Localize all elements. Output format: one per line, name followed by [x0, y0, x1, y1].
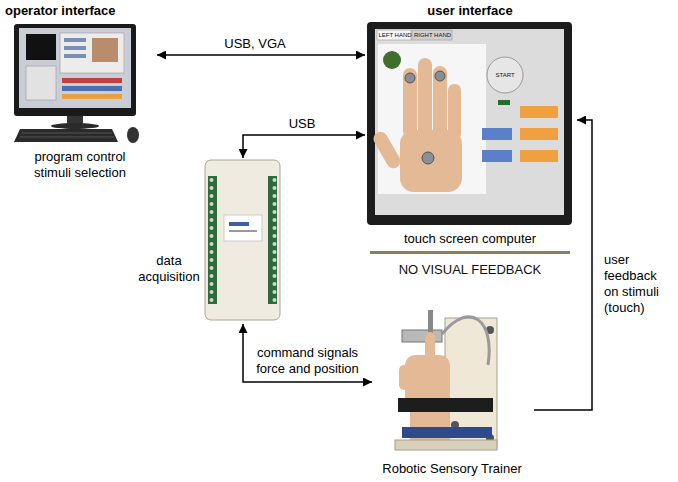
desktop-computer: [14, 129, 118, 142]
touch-screen: [367, 22, 572, 225]
edge-label: USB, VGA: [212, 36, 298, 52]
touch-screen: [435, 71, 445, 81]
touch-screen: [482, 150, 512, 162]
touch-screen: [418, 58, 432, 138]
daq-device: [208, 176, 217, 304]
connector-arrow: [534, 120, 592, 410]
desktop-computer: [62, 94, 122, 99]
component-heading: user interface: [365, 3, 575, 19]
touch-screen: [405, 73, 415, 83]
daq-device: [205, 160, 280, 320]
desktop-computer: [20, 137, 114, 138]
component-node: user interface touch screen computer: [365, 3, 577, 249]
touch-screen: [367, 22, 572, 225]
touch-screen: [375, 29, 564, 215]
touch-screen: [448, 84, 461, 140]
desktop-computer: [60, 33, 124, 73]
desktop-computer: [26, 66, 56, 100]
desktop-computer: [26, 34, 56, 60]
touch-screen: [403, 68, 417, 138]
desktop-computer: [92, 38, 118, 62]
component-node: Robotic Sensory Trainer: [372, 303, 534, 479]
connector-arrow: [243, 324, 372, 382]
daq-device: [268, 176, 277, 304]
note-text: NO VISUAL FEEDBACK: [365, 262, 575, 278]
robot-device: [402, 330, 442, 342]
screen-button: START: [490, 71, 520, 79]
screen-tab: LEFT HAND: [378, 31, 412, 39]
divider-bar: [370, 251, 570, 254]
touch-screen: [520, 106, 558, 118]
desktop-computer: [51, 123, 99, 129]
desktop-computer: [64, 54, 86, 58]
touch-screen: [498, 100, 510, 105]
component-heading: operator interface: [5, 3, 155, 19]
component-caption: program control stimuli selection: [20, 149, 140, 181]
component-caption: data acquisition: [135, 253, 203, 285]
daq-device: [224, 215, 262, 241]
touch-screen: [433, 66, 447, 138]
touch-screen: [482, 128, 512, 140]
robot-device: [402, 427, 492, 438]
connector-arrow: [243, 135, 365, 158]
desktop-computer: [64, 46, 86, 50]
robot-device: [399, 365, 409, 390]
touch-screen: [412, 30, 452, 40]
robot-device: [395, 310, 497, 450]
divider-bar: [370, 251, 570, 254]
desktop-computer: [62, 86, 122, 91]
component-node: operator interface program control stimul…: [5, 3, 157, 185]
desktop-computer: [22, 133, 112, 134]
edge-label: command signals force and position: [250, 345, 365, 377]
connector-arrow: [157, 54, 365, 56]
touch-screen: [378, 44, 486, 194]
component-caption: Robotic Sensory Trainer: [372, 461, 532, 477]
robot-device: [398, 398, 493, 412]
touch-screen: [377, 30, 411, 40]
desktop-computer: [127, 127, 139, 143]
desktop-computer: [14, 24, 136, 116]
touch-screen: [383, 51, 401, 69]
touch-screen: [422, 152, 434, 164]
component-caption: touch screen computer: [365, 231, 575, 247]
daq-device: [268, 176, 277, 304]
daq-device: [208, 176, 217, 304]
touch-screen: [520, 150, 558, 162]
touch-screen: [371, 129, 403, 171]
desktop-computer: [62, 78, 122, 83]
edge-label: USB: [280, 116, 324, 132]
desktop-computer: [64, 38, 86, 42]
daq-device: [229, 222, 249, 226]
robot-device: [442, 317, 489, 365]
touch-screen: [487, 57, 523, 93]
desktop-computer: [14, 24, 139, 143]
daq-device: [229, 230, 257, 232]
edge-label: user feedback on stimuli (touch): [604, 252, 674, 316]
daq-device: [205, 160, 280, 320]
screen-tab: RIGHT HAND: [412, 31, 453, 39]
desktop-computer: [19, 28, 131, 108]
robot-device: [395, 440, 497, 450]
component-node: data acquisition: [135, 158, 283, 324]
touch-screen: [520, 128, 558, 140]
